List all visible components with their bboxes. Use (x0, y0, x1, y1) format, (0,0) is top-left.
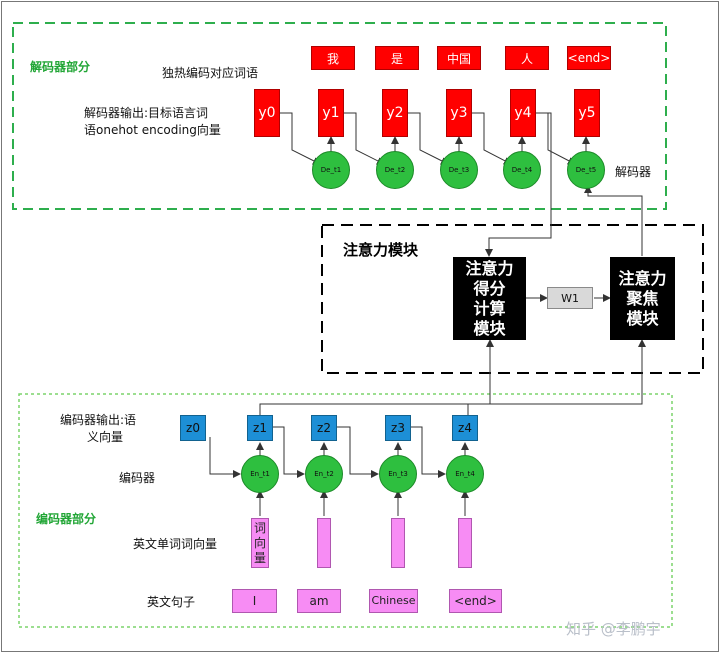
encoder-section-border (18, 393, 673, 628)
decoder-section-border (12, 22, 667, 210)
decoder-output-y3: y3 (446, 89, 472, 137)
word-vector-4 (458, 518, 472, 568)
decoder-arrows (279, 112, 643, 257)
sentence-caption: 英文句子 (147, 595, 196, 609)
encoder-section-label: 编码器部分 (36, 512, 97, 526)
attention-section-border (321, 224, 704, 374)
encoder-cell-1: En_t1 (241, 455, 279, 493)
decoder-cell-4: De_t4 (503, 151, 541, 189)
encoder-cell-3: En_t3 (379, 455, 417, 493)
attention-title: 注意力模块 (343, 241, 419, 259)
token-box-1: I (232, 589, 277, 613)
word-vector-3 (391, 518, 405, 568)
encoder-output-z1: z1 (247, 415, 273, 441)
word-box-2: 是 (375, 46, 419, 70)
decoder-output-caption-line1: 解码器输出:目标语言词 (84, 106, 209, 120)
word-box-5: <end> (567, 46, 611, 70)
encoder-output-z3: z3 (385, 415, 411, 441)
decoder-cell-3: De_t3 (440, 151, 478, 189)
decoder-cell-1: De_t1 (312, 151, 350, 189)
word-vector-2 (317, 518, 331, 568)
word-vector-caption: 英文单词词向量 (133, 537, 218, 551)
encoder-cell-2: En_t2 (305, 455, 343, 493)
word-vector-1: 词 向 量 (251, 518, 269, 568)
attention-focus-module: 注意力 聚焦 模块 (610, 257, 675, 340)
decoder-output-y1: y1 (318, 89, 344, 137)
word-box-3: 中国 (437, 46, 481, 70)
encoder-output-caption-line2: 义向量 (87, 430, 124, 444)
token-box-2: am (297, 589, 341, 613)
decoder-output-y0: y0 (254, 89, 280, 137)
encoder-output-z4: z4 (452, 415, 478, 441)
decoder-cell-5: De_t5 (567, 151, 605, 189)
decoder-output-y4: y4 (510, 89, 536, 137)
encoder-arrows (209, 339, 646, 516)
encoder-output-z2: z2 (311, 415, 337, 441)
onehot-caption: 独热编码对应词语 (162, 66, 259, 80)
attention-score-module: 注意力 得分 计算 模块 (453, 257, 526, 340)
word-box-4: 人 (505, 46, 549, 70)
word-box-1: 我 (311, 46, 355, 70)
encoder-output-z0: z0 (180, 415, 206, 441)
decoder-section-label: 解码器部分 (30, 60, 91, 74)
token-box-3: Chinese (369, 589, 418, 613)
encoder-output-caption-line1: 编码器输出:语 (60, 413, 137, 427)
decoder-output-y2: y2 (382, 89, 408, 137)
watermark: 知乎 @李鹏宇 (566, 620, 661, 638)
token-box-4: <end> (449, 589, 502, 613)
encoder-cell-4: En_t4 (446, 455, 484, 493)
decoder-output-y5: y5 (574, 89, 600, 137)
encoder-cell-caption: 编码器 (119, 471, 156, 485)
attention-weight: W1 (547, 287, 593, 309)
decoder-cell-caption: 解码器 (615, 165, 652, 179)
decoder-output-caption-line2: 语onehot encoding向量 (84, 123, 221, 137)
decoder-cell-2: De_t2 (376, 151, 414, 189)
